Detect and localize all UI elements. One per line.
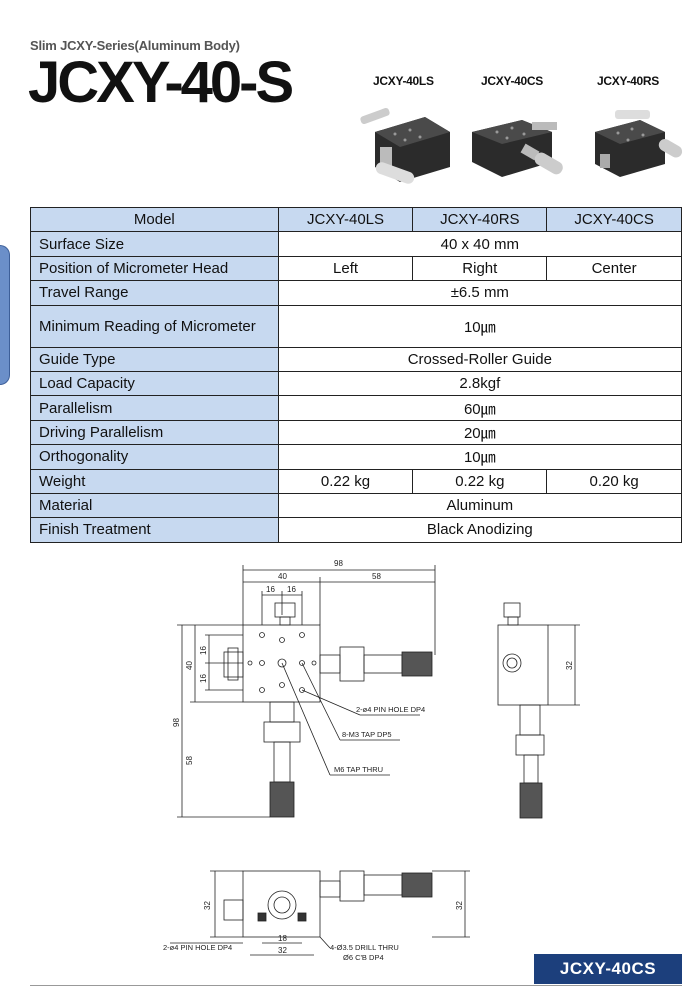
row-label: Orthogonality [30,444,279,470]
footer-divider [30,985,682,986]
note-m3-tap: 8-M3 TAP DP5 [342,730,392,739]
technical-drawing: 98 40 58 16 16 40 16 16 98 58 32 32 32 1… [163,559,580,962]
model-badge: JCXY-40CS [534,954,682,984]
row-label: Position of Micrometer Head [30,255,279,282]
table-row: Load Capacity 2.8kgf [30,370,683,397]
table-row: Finish Treatment Black Anodizing [30,517,683,543]
table-row: Material Aluminum [30,492,683,519]
row-value: 20㎛ [277,419,683,446]
dim-16-left-b: 16 [199,674,208,683]
photo-jcxy-40rs [595,110,683,177]
note-m6-tap: M6 TAP THRU [334,765,383,774]
row-value: 10㎛ [277,304,683,348]
side-tab-marker [0,245,10,385]
table-row: Minimum Reading of Micrometer 10㎛ [30,304,683,348]
row-label: Driving Parallelism [30,419,279,446]
row-label: Guide Type [30,346,279,372]
table-row: Parallelism 60㎛ [30,395,683,421]
row-label: Surface Size [30,231,279,257]
table-row: Surface Size 40 x 40 mm [30,231,683,257]
dim-16-a: 16 [266,585,275,594]
row-value: Black Anodizing [277,517,683,543]
dim-98-left: 98 [172,718,181,727]
dim-32-bottom-left: 32 [203,901,212,910]
dim-16-b: 16 [287,585,296,594]
model-header-ls: JCXY-40LS [277,206,414,233]
row-label: Finish Treatment [30,517,279,543]
row-value: 60㎛ [277,395,683,421]
dim-18-bottom: 18 [278,934,287,943]
dim-58-top: 58 [372,572,381,581]
row-value: ±6.5 mm [277,280,683,306]
dim-32-side: 32 [565,661,574,670]
dim-40-left: 40 [185,661,194,670]
row-label: Minimum Reading of Micrometer [30,304,279,348]
row-value: 2.8kgf [277,370,683,397]
row-label: Material [30,492,279,519]
row-value: Left [277,255,414,282]
row-value: Right [412,255,548,282]
table-row: Travel Range ±6.5 mm [30,280,683,306]
row-value: Crossed-Roller Guide [277,346,683,372]
variant-label-rs: JCXY-40RS [597,74,659,88]
note-drill-thru: 4-Ø3.5 DRILL THRU [330,943,399,952]
row-value: Center [546,255,682,282]
table-row: Driving Parallelism 20㎛ [30,419,683,446]
row-value: 0.20 kg [546,468,682,494]
dim-58-left: 58 [185,756,194,765]
row-label: Travel Range [30,280,279,306]
photo-jcxy-40cs [472,120,563,177]
dim-98-top: 98 [334,559,343,568]
dim-32-bottom: 32 [278,946,287,955]
model-header-rs: JCXY-40RS [412,206,548,233]
product-title: JCXY-40-S [28,50,294,115]
table-row: Orthogonality 10㎛ [30,444,683,470]
row-label: Weight [30,468,279,494]
row-label: Load Capacity [30,370,279,397]
dim-40-top: 40 [278,572,287,581]
table-row: Position of Micrometer Head Left Right C… [30,255,682,282]
table-row: Weight 0.22 kg 0.22 kg 0.20 kg [30,468,682,494]
photo-jcxy-40ls [360,107,450,184]
row-value: Aluminum [277,492,683,519]
series-subtitle: Slim JCXY-Series(Aluminum Body) [30,38,240,53]
variant-label-ls: JCXY-40LS [373,74,434,88]
variant-label-cs: JCXY-40CS [481,74,543,88]
spec-table: Model JCXY-40LS JCXY-40RS JCXY-40CS Surf… [30,206,683,543]
note-counterbore: Ø6 C'B DP4 [343,953,384,962]
row-value: 0.22 kg [412,468,548,494]
note-pin-hole-top: 2-ø4 PIN HOLE DP4 [356,705,425,714]
dim-16-left-a: 16 [199,646,208,655]
model-header-cs: JCXY-40CS [546,206,682,233]
table-header-row: Model JCXY-40LS JCXY-40RS JCXY-40CS [30,206,682,233]
table-row: Guide Type Crossed-Roller Guide [30,346,683,372]
row-value: 10㎛ [277,444,683,470]
row-value: 40 x 40 mm [277,231,683,257]
row-value: 0.22 kg [277,468,414,494]
model-header: Model [30,206,279,233]
dim-32-bottom-right: 32 [455,901,464,910]
note-pin-hole-bottom: 2-ø4 PIN HOLE DP4 [163,943,232,952]
row-label: Parallelism [30,395,279,421]
